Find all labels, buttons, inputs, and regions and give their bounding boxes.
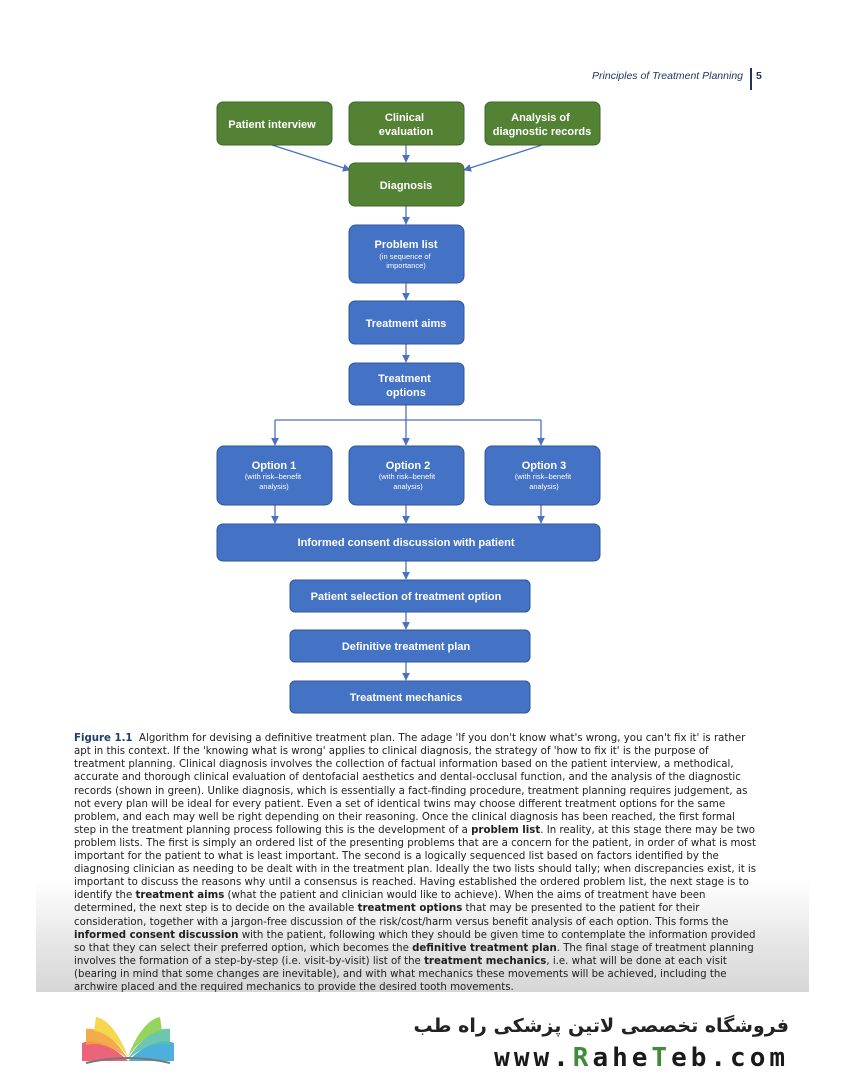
box-definitive-plan: Definitive treatment plan xyxy=(289,629,531,663)
svg-text:Analysis of diagnostic r: Analysis of diagnostic records xyxy=(493,112,591,138)
box-sub-line1: (in sequence of xyxy=(379,252,431,261)
box-sub-line2: analysis) xyxy=(529,482,559,491)
url-part-accent: T xyxy=(651,1043,672,1073)
box-problem-list: Problem list (in sequence of importance) xyxy=(348,224,465,284)
store-url: www.RaheTeb.com xyxy=(494,1043,789,1073)
box-diagnostic-records: Analysis of diagnostic records xyxy=(484,101,601,146)
box-patient-interview: Patient interview xyxy=(216,101,333,146)
box-sub-line2: analysis) xyxy=(259,482,289,491)
box-sub-line2: importance) xyxy=(386,261,426,270)
box-label: Problem list xyxy=(375,239,438,251)
svg-text:Treatment options: Treatment options xyxy=(378,373,434,399)
box-label: Definitive treatment plan xyxy=(342,641,471,653)
box-diagnosis: Diagnosis xyxy=(348,162,465,207)
box-label: Treatment aims xyxy=(366,318,447,330)
box-option-2: Option 2 (with risk–benefit analysis) xyxy=(348,445,465,506)
box-label-line1: Analysis of xyxy=(511,112,570,124)
arrow-records-diagnosis xyxy=(463,144,543,172)
store-name: فروشگاه تخصصی لاتین پزشکی راه طب xyxy=(413,1015,789,1037)
url-part-accent: R xyxy=(572,1043,593,1073)
flowchart: Patient interview Clinical evaluation An… xyxy=(216,101,601,714)
box-label: Diagnosis xyxy=(380,180,433,192)
box-label-line2: options xyxy=(386,387,426,399)
svg-text:(with risk–benefit analy: (with risk–benefit analysis) xyxy=(379,472,437,491)
url-part: ahe xyxy=(592,1043,652,1073)
running-title: Principles of Treatment Planning xyxy=(592,70,743,82)
box-patient-selection: Patient selection of treatment option xyxy=(289,579,531,613)
box-label: Patient selection of treatment option xyxy=(311,591,502,603)
box-label-line2: evaluation xyxy=(379,126,434,138)
box-label-line2: diagnostic records xyxy=(493,126,591,138)
box-label: Treatment mechanics xyxy=(350,692,463,704)
figure-caption: Figure 1.1 Algorithm for devising a defi… xyxy=(74,732,760,994)
caption-text-3: (what the patient and clinician would li… xyxy=(74,890,706,915)
caption-text-2: . In reality, at this stage there may be… xyxy=(74,824,757,902)
box-label: Option 3 xyxy=(522,460,567,472)
caption-text-4: that may be presented to the patient for… xyxy=(74,903,729,928)
box-sub-line1: (with risk–benefit xyxy=(245,472,302,481)
box-treatment-options: Treatment options xyxy=(348,362,465,406)
box-label-line1: Clinical xyxy=(385,112,424,124)
term-treatment-aims: treatment aims xyxy=(135,890,225,902)
box-label: Option 2 xyxy=(386,460,431,472)
caption-text-1: Algorithm for devising a definitive trea… xyxy=(74,733,748,836)
box-option-1: Option 1 (with risk–benefit analysis) xyxy=(216,445,333,506)
term-treatment-options: treatment options xyxy=(357,903,463,915)
caption-text-6: . The final stage of treatment planning … xyxy=(74,942,754,967)
box-option-3: Option 3 (with risk–benefit analysis) xyxy=(484,445,601,506)
page-number: 5 xyxy=(756,70,762,82)
caption-text-7: , i.e. what will be done at each visit (… xyxy=(74,955,727,993)
svg-text:Clinical evaluation: Clinical evaluation xyxy=(379,112,434,138)
box-label-line1: Treatment xyxy=(378,373,431,385)
watermark-footer: فروشگاه تخصصی لاتین پزشکی راه طب www.Rah… xyxy=(0,995,845,1080)
svg-text:(with risk–benefit analy: (with risk–benefit analysis) xyxy=(515,472,573,491)
book-logo-icon xyxy=(82,1017,174,1064)
svg-text:(in sequence of importan: (in sequence of importance) xyxy=(379,252,432,270)
box-label: Option 1 xyxy=(252,460,297,472)
box-sub-line1: (with risk–benefit xyxy=(515,472,572,481)
box-sub-line2: analysis) xyxy=(393,482,423,491)
header-rule xyxy=(750,68,752,90)
url-part: eb.com xyxy=(671,1043,789,1073)
svg-text:(with risk–benefit analy: (with risk–benefit analysis) xyxy=(245,472,303,491)
box-label: Patient interview xyxy=(228,119,316,131)
box-sub-line1: (with risk–benefit xyxy=(379,472,436,481)
figure-label: Figure 1.1 xyxy=(74,733,133,745)
connectors xyxy=(271,144,545,681)
url-part: www. xyxy=(494,1043,573,1073)
box-clinical-evaluation: Clinical evaluation xyxy=(348,101,465,146)
term-treatment-mechanics: treatment mechanics xyxy=(424,955,547,967)
box-label: Informed consent discussion with patient xyxy=(298,537,515,549)
box-treatment-mechanics: Treatment mechanics xyxy=(289,680,531,714)
box-informed-consent: Informed consent discussion with patient xyxy=(216,523,601,562)
term-problem-list: problem list xyxy=(471,824,541,836)
page-header: Principles of Treatment Planning 5 xyxy=(0,68,845,92)
box-treatment-aims: Treatment aims xyxy=(348,300,465,345)
arrow-interview-diagnosis xyxy=(271,144,351,172)
term-definitive-plan: definitive treatment plan xyxy=(412,942,557,954)
term-informed-consent: informed consent discussion xyxy=(74,929,239,941)
caption-text-5: with the patient, following which they s… xyxy=(74,929,756,954)
